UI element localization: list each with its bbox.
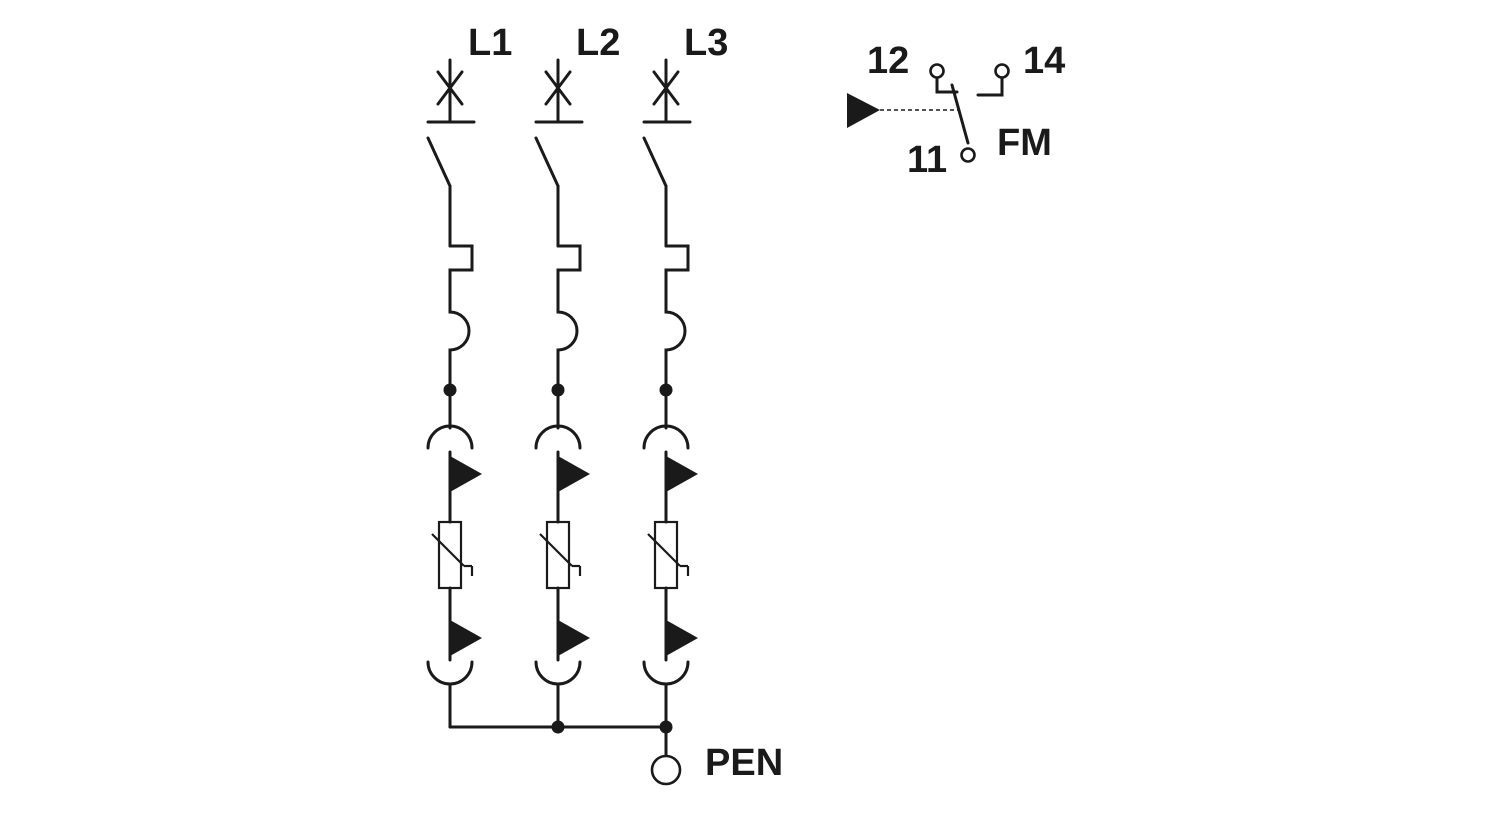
thermal-fuse xyxy=(664,244,690,392)
fm-nc-contact-lead xyxy=(935,76,959,94)
spark-gap xyxy=(642,388,698,524)
phase-l3-branch: L3 xyxy=(642,22,728,729)
phase-l1-label: L1 xyxy=(468,22,512,64)
fm-terminal-11-label: 11 xyxy=(907,139,947,181)
spark-gap-lower xyxy=(426,620,482,729)
junction-dot xyxy=(551,720,565,734)
fm-terminal-14 xyxy=(994,63,1010,79)
phase-l2-label: L2 xyxy=(576,22,620,64)
disconnector-symbol xyxy=(426,58,476,124)
thermal-fuse xyxy=(448,244,474,392)
fm-switch-blade xyxy=(950,83,970,145)
spark-gap-lower xyxy=(642,620,698,729)
fm-terminal-12 xyxy=(929,63,945,79)
fm-remote-signal-contact: 12 14 11 FM xyxy=(847,40,1065,181)
switch-contact xyxy=(426,136,452,248)
thermal-fuse xyxy=(556,244,582,392)
phase-l1-branch: L1 xyxy=(426,22,512,729)
spark-gap xyxy=(426,388,482,524)
fm-label: FM xyxy=(997,122,1052,164)
spark-gap-lower xyxy=(534,620,590,729)
fm-terminal-11 xyxy=(960,147,976,163)
disconnector-symbol xyxy=(642,58,692,124)
spark-gap xyxy=(534,388,590,524)
fm-actuator-triangle xyxy=(847,93,880,128)
disconnector-symbol xyxy=(534,58,584,124)
pen-terminal xyxy=(650,754,682,786)
switch-contact xyxy=(534,136,560,248)
phase-l2-branch: L2 xyxy=(534,22,620,729)
phase-l3-label: L3 xyxy=(684,22,728,64)
switch-contact xyxy=(642,136,668,248)
fm-no-contact-lead xyxy=(976,76,1004,97)
fm-terminal-12-label: 12 xyxy=(867,40,909,82)
pen-bus: PEN xyxy=(448,720,783,786)
pen-label: PEN xyxy=(705,742,783,784)
fm-terminal-14-label: 14 xyxy=(1023,40,1065,82)
